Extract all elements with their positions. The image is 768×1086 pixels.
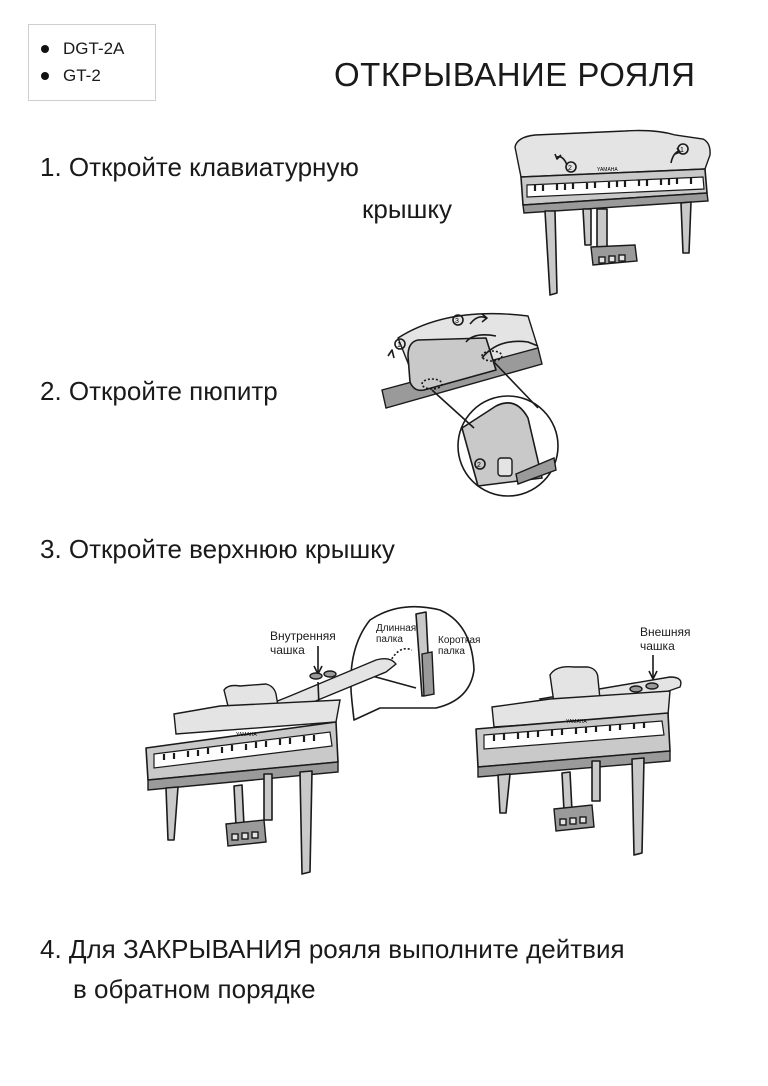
label-long-stick-1: Длинная xyxy=(376,623,417,634)
step-1-line-1: 1. Откройте клавиатурную xyxy=(40,152,359,182)
music-rest-illustration: 2 1 3 xyxy=(381,312,559,497)
step-2-line-1: 2. Откройте пюпитр xyxy=(40,376,278,406)
piano-keyboard-lid-illustration: YAMAHA 2 1 xyxy=(514,129,711,296)
label-outer-cup-1: Внешняя xyxy=(640,625,691,639)
step-4-line-2: в обратном порядке xyxy=(73,974,316,1004)
step-4-line-1: 4. Для ЗАКРЫВАНИЯ рояля выполните дейтви… xyxy=(40,934,625,964)
label-inner-cup-2: чашка xyxy=(270,643,305,657)
black-keys xyxy=(162,735,316,760)
label-long-stick-2: палка xyxy=(376,634,403,645)
brand-logo: YAMAHA xyxy=(597,167,618,173)
label-short-stick-2: палка xyxy=(438,646,465,657)
model-item: DGT-2A xyxy=(41,35,155,62)
bullet-icon xyxy=(41,71,49,80)
brand-logo: YAMAHA xyxy=(236,732,257,738)
step-1-line-2: крышку xyxy=(362,194,453,224)
label-outer-cup-2: чашка xyxy=(640,639,675,653)
model-item: GT-2 xyxy=(41,62,155,89)
label-inner-cup-1: Внутренняя xyxy=(270,629,336,643)
svg-text:1: 1 xyxy=(397,342,401,349)
brand-logo: YAMAHA xyxy=(566,719,587,725)
svg-text:2: 2 xyxy=(568,165,572,172)
black-keys xyxy=(492,722,646,741)
step-3-line-1: 3. Откройте верхнюю крышку xyxy=(40,534,395,564)
svg-text:3: 3 xyxy=(455,318,459,325)
piano-top-lid-inner-illustration: YAMAHA xyxy=(145,605,475,875)
svg-text:1: 1 xyxy=(680,147,684,154)
model-list-box: DGT-2A GT-2 xyxy=(28,24,156,101)
black-keys xyxy=(533,178,693,191)
label-short-stick-1: Короткая xyxy=(438,635,481,646)
bullet-icon xyxy=(41,44,49,53)
piano-top-lid-outer-illustration: YAMAHA xyxy=(475,655,682,856)
svg-text:2: 2 xyxy=(477,462,481,469)
page-title: ОТКРЫВАНИЕ РОЯЛЯ xyxy=(334,56,696,93)
